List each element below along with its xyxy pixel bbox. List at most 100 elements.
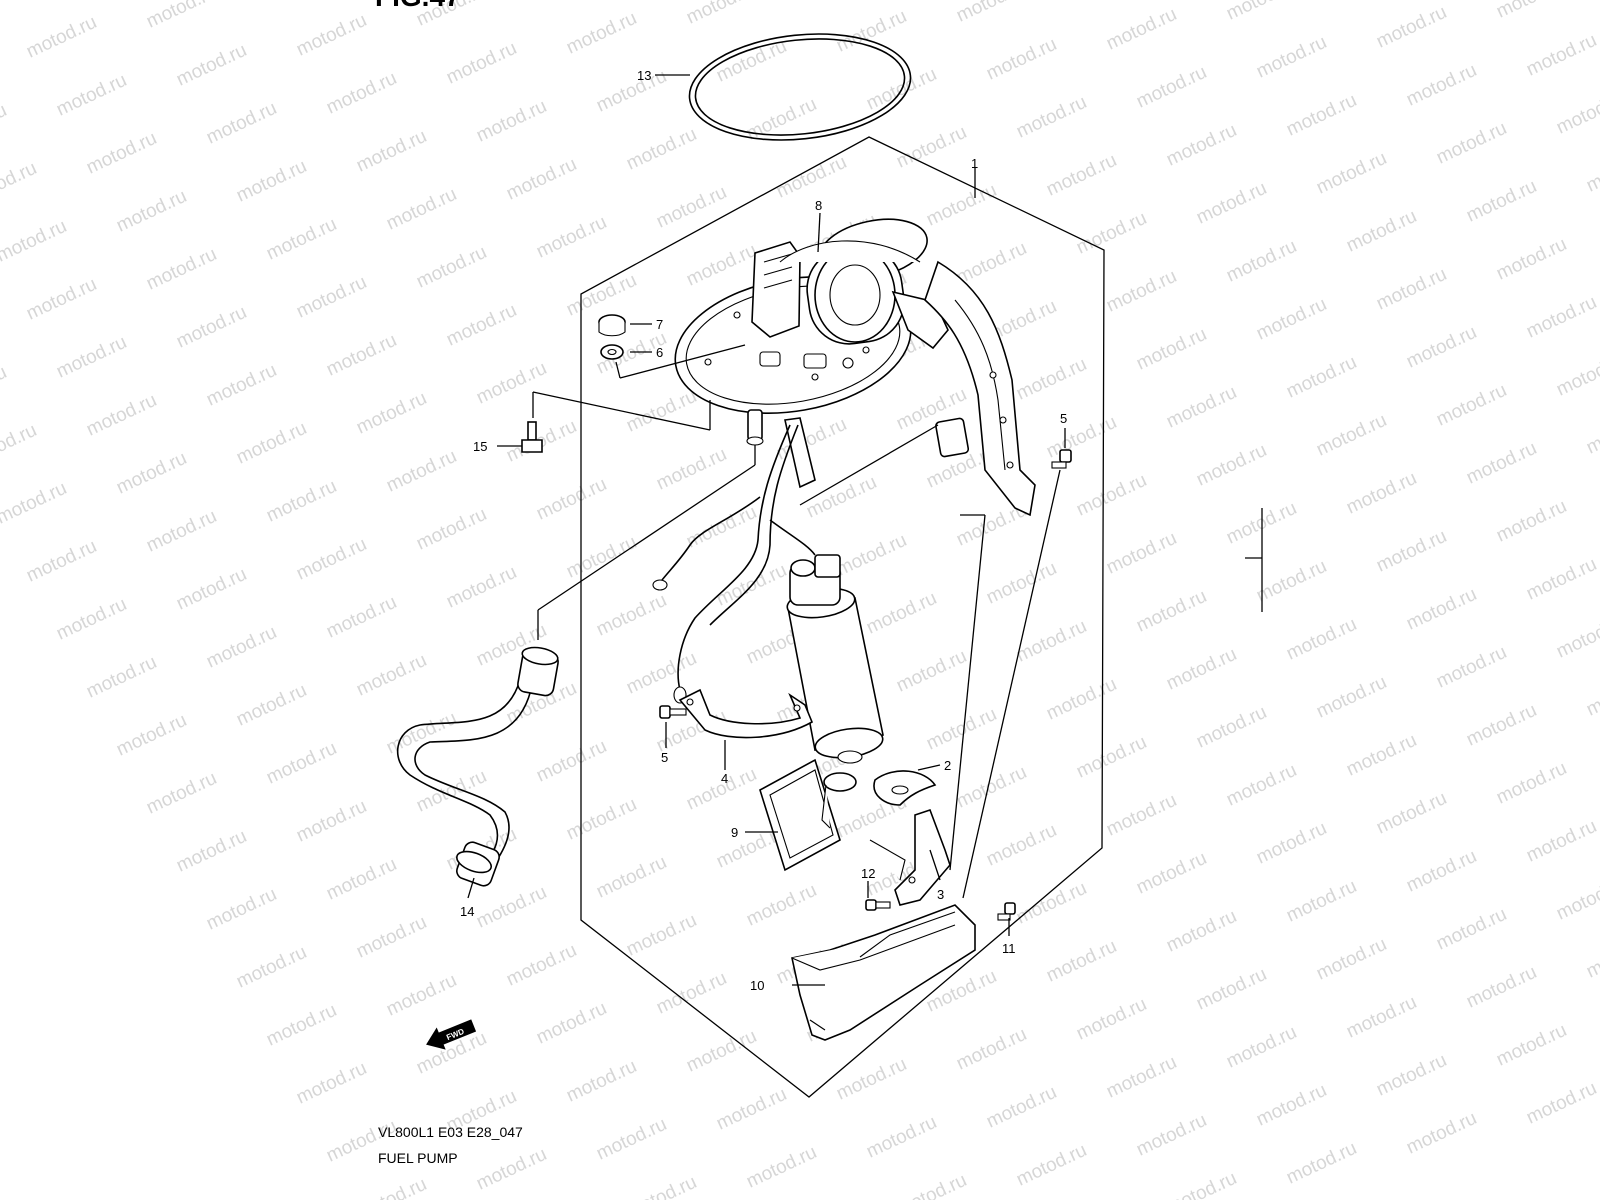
watermark-text: motod.ru [413, 242, 490, 293]
watermark-text: motod.ru [1523, 1078, 1600, 1129]
watermark-text: motod.ru [1433, 118, 1510, 169]
clamp-band-part [678, 688, 814, 739]
watermark-text: motod.ru [0, 216, 70, 267]
watermark-text: motod.ru [83, 390, 160, 441]
watermark-text: motod.ru [203, 360, 280, 411]
callout-5-right: 5 [1060, 411, 1067, 426]
watermark-text: motod.ru [473, 96, 550, 147]
callout-9: 9 [731, 825, 738, 840]
watermark-text: motod.ru [1313, 672, 1390, 723]
callout-5-left: 5 [661, 750, 668, 765]
watermark-text: motod.ru [1343, 992, 1420, 1043]
callout-2: 2 [944, 758, 951, 773]
watermark-text: motod.ru [1043, 674, 1120, 725]
watermark-text: motod.ru [1493, 1020, 1570, 1071]
watermark-text: motod.ru [1553, 88, 1600, 139]
watermark-text: motod.ru [1073, 470, 1150, 521]
bolt-11-part [997, 902, 1016, 921]
watermark-text: motod.ru [173, 40, 250, 91]
watermark-text: motod.ru [233, 942, 310, 993]
watermark-text: motod.ru [53, 70, 130, 121]
watermark-text: motod.ru [53, 594, 130, 645]
watermark-text: motod.ru [563, 270, 640, 321]
watermark-text: motod.ru [1403, 584, 1480, 635]
callout-4: 4 [721, 771, 728, 786]
watermark-text: motod.ru [1343, 206, 1420, 257]
watermark-text: motod.ru [893, 122, 970, 173]
watermark-text: motod.ru [593, 590, 670, 641]
watermark-text: motod.ru [1373, 2, 1450, 53]
watermark-text: motod.ru [233, 156, 310, 207]
washer-part [600, 344, 624, 360]
watermark-text: motod.ru [683, 240, 760, 291]
watermark-text: motod.ru [1133, 324, 1210, 375]
watermark-text: motod.ru [1043, 150, 1120, 201]
watermark-text: motod.ru [833, 6, 910, 57]
watermark-text: motod.ru [653, 182, 730, 233]
watermark-text: motod.ru [533, 474, 610, 525]
callout-10: 10 [750, 978, 764, 993]
watermark-text: motod.ru [1013, 354, 1090, 405]
watermark-text: motod.ru [443, 562, 520, 613]
hose-part [396, 646, 559, 887]
watermark-text: motod.ru [323, 592, 400, 643]
watermark-text: motod.ru [743, 1142, 820, 1193]
watermark-text: motod.ru [983, 1082, 1060, 1133]
watermark-text: motod.ru [0, 100, 10, 151]
watermark-text: motod.ru [1013, 1140, 1090, 1191]
watermark-text: motod.ru [683, 0, 760, 29]
watermark-text: motod.ru [203, 622, 280, 673]
watermark-text: motod.ru [683, 1026, 760, 1077]
watermark-text: motod.ru [0, 362, 10, 413]
watermark-text: motod.ru [593, 852, 670, 903]
watermark-text: motod.ru [383, 708, 460, 759]
watermark-text: motod.ru [113, 710, 190, 761]
watermark-text: motod.ru [1103, 1052, 1180, 1103]
watermark-text: motod.ru [1253, 294, 1330, 345]
callout-6: 6 [656, 345, 663, 360]
watermark-text: motod.ru [863, 588, 940, 639]
watermark-text: motod.ru [1253, 818, 1330, 869]
watermark-text: motod.ru [263, 738, 340, 789]
watermark-text: motod.ru [143, 244, 220, 295]
watermark-text: motod.ru [173, 564, 250, 615]
watermark-text: motod.ru [1103, 790, 1180, 841]
watermark-text: motod.ru [1523, 554, 1600, 605]
watermark-text: motod.ru [1223, 236, 1300, 287]
watermark-text: motod.ru [473, 1144, 550, 1195]
watermark-text: motod.ru [383, 446, 460, 497]
watermark-text: motod.ru [893, 1170, 970, 1200]
watermark-text: motod.ru [1133, 586, 1210, 637]
watermark-text: motod.ru [143, 768, 220, 819]
callout-7: 7 [656, 317, 663, 332]
watermark-text: motod.ru [293, 272, 370, 323]
watermark-text: motod.ru [383, 970, 460, 1021]
leader-lines [467, 74, 1263, 986]
callout-3: 3 [937, 887, 944, 902]
watermark-text: motod.ru [983, 558, 1060, 609]
watermark-text: motod.ru [473, 882, 550, 933]
nut-part [598, 314, 626, 337]
watermark-text: motod.ru [1523, 292, 1600, 343]
fuel-pump-part [786, 554, 884, 764]
watermark-text: motod.ru [1253, 32, 1330, 83]
watermark-text: motod.ru [1373, 526, 1450, 577]
watermark-text: motod.ru [1253, 556, 1330, 607]
watermark-text: motod.ru [143, 0, 220, 33]
watermark-text: motod.ru [1403, 322, 1480, 373]
fuel-filter-part [779, 218, 949, 350]
watermark-text: motod.ru [1193, 178, 1270, 229]
outlet-pipe-part [746, 409, 764, 446]
watermark-text: motod.ru [443, 300, 520, 351]
watermark-text: motod.ru [1193, 964, 1270, 1015]
watermark-text: motod.ru [533, 736, 610, 787]
watermark-text: motod.ru [1163, 382, 1240, 433]
watermark-text: motod.ru [1283, 614, 1360, 665]
watermark-text: motod.ru [173, 826, 250, 877]
watermark-text: motod.ru [953, 1024, 1030, 1075]
watermark-text: motod.ru [1313, 934, 1390, 985]
watermark-text: motod.ru [353, 912, 430, 963]
callout-15: 15 [473, 439, 487, 454]
watermark-text: motod.ru [1223, 760, 1300, 811]
